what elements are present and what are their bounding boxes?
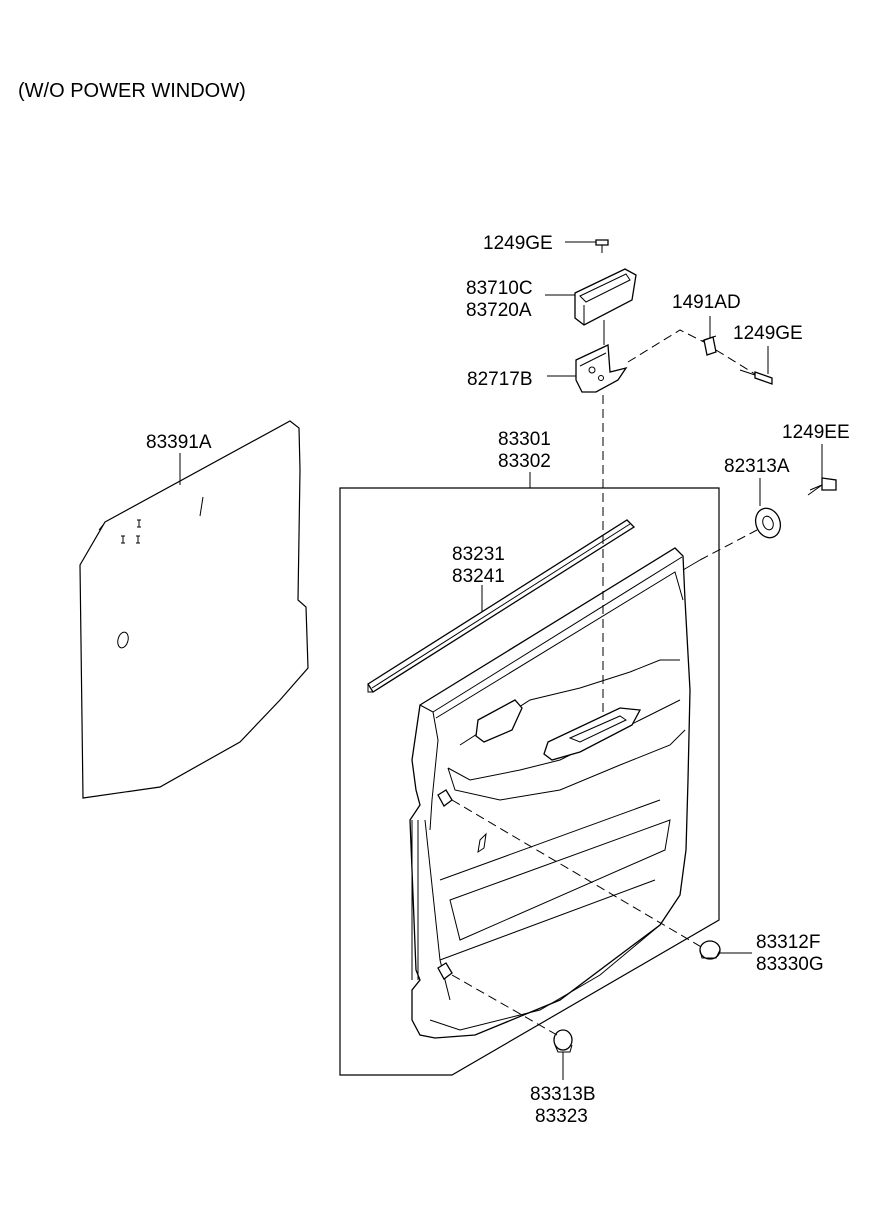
diagram-title: (W/O POWER WINDOW) (18, 80, 246, 102)
label-1491ad: 1491AD (672, 292, 741, 313)
cap-83313b (553, 1029, 573, 1053)
label-83302: 83302 (498, 451, 551, 472)
label-83391a: 83391A (146, 432, 212, 453)
handle-cup-83710c (574, 268, 637, 326)
dash-panel-to-grommet (699, 529, 758, 561)
label-83231: 83231 (452, 544, 505, 565)
assembly-frame (339, 487, 720, 1076)
cap-83312f (699, 940, 721, 960)
screw-1249ge-top (595, 239, 609, 253)
label-83241: 83241 (452, 566, 505, 587)
weatherstrip-83231 (367, 519, 636, 693)
clip-1249ee (807, 477, 837, 496)
waterproof-sheet-83391a (79, 420, 309, 799)
label-1249ge-right: 1249GE (733, 323, 803, 344)
label-1249ge-top: 1249GE (483, 233, 553, 254)
door-trim-panel (409, 547, 691, 1039)
dash-panel-to-83313b (451, 974, 558, 1036)
dash-bracket-to-clip (627, 329, 705, 363)
label-83313b: 83313B (530, 1084, 596, 1105)
screw-1249ge-right (739, 369, 773, 385)
label-83710c: 83710C (466, 278, 533, 299)
label-82313a: 82313A (724, 456, 790, 477)
label-1249ee: 1249EE (782, 422, 850, 443)
bracket-82717b (575, 344, 628, 393)
label-83720a: 83720A (466, 300, 532, 321)
clip-1491ad (701, 335, 717, 356)
label-83330g: 83330G (756, 954, 824, 975)
dash-clip-to-screw (715, 349, 756, 375)
label-83323: 83323 (535, 1106, 588, 1127)
label-82717b: 82717B (467, 369, 533, 390)
label-83312f: 83312F (756, 932, 820, 953)
label-83301: 83301 (498, 429, 551, 450)
leader-82313a-to-panel (682, 559, 701, 571)
grommet-82313a (754, 507, 782, 539)
dash-panel-to-83312f (451, 799, 704, 949)
